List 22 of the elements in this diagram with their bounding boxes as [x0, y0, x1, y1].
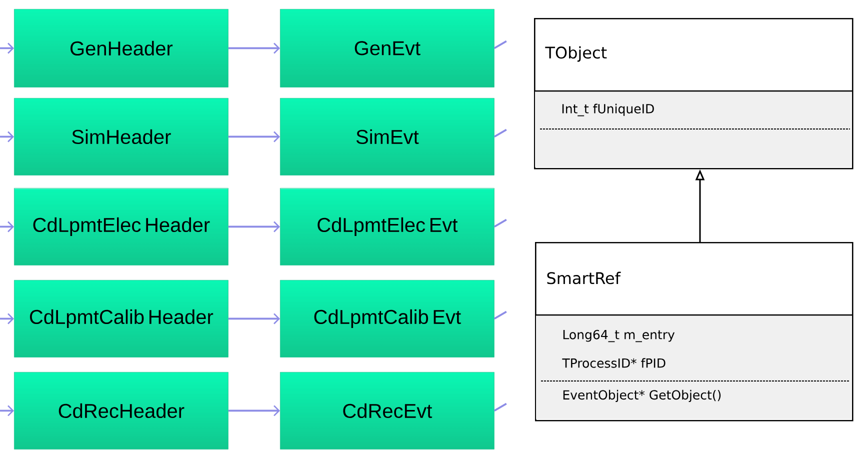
arrow: [0, 42, 14, 54]
arrow: [0, 221, 14, 232]
process-box: SimEvt: [280, 98, 494, 176]
process-box: CdRecHeader: [14, 372, 228, 450]
arrow: [0, 131, 14, 142]
process-box: CdRecEvt: [280, 372, 494, 450]
process-box: CdLpmtCalib Header: [14, 280, 228, 358]
arrow: [0, 405, 14, 416]
arrow: [228, 405, 280, 416]
process-box: CdLpmtElec Header: [14, 188, 228, 266]
process-box: GenEvt: [280, 9, 494, 88]
class-box: SmartRef Long64_t m_entry TProcessID* fPID EventObject* GetObject(): [535, 242, 854, 422]
class-box: TObject Int_t fUniqueID: [534, 18, 854, 170]
process-box: CdLpmtElec Evt: [280, 188, 494, 266]
arrow: [228, 313, 280, 324]
process-box: CdLpmtCalib Evt: [280, 280, 494, 358]
arrow: [228, 221, 280, 232]
arrow: [0, 313, 14, 324]
arrow: [228, 131, 280, 142]
arrow: [228, 42, 280, 54]
process-box: SimHeader: [14, 98, 228, 176]
process-box: GenHeader: [14, 9, 228, 88]
